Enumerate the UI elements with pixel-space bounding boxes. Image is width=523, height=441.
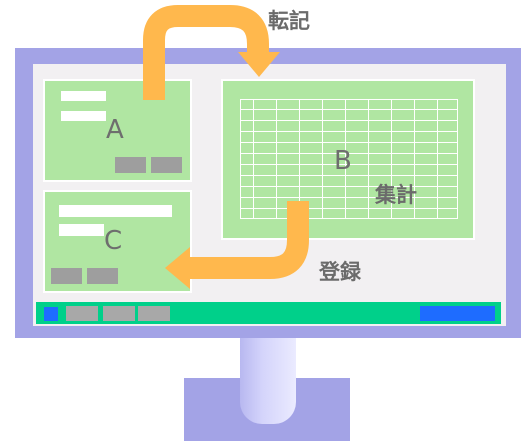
window-c-text-line-1 xyxy=(59,205,172,217)
register-label: 登録 xyxy=(319,260,361,284)
transfer-arrow-icon xyxy=(143,5,269,100)
system-tray[interactable] xyxy=(420,306,495,321)
window-c-button-1[interactable] xyxy=(51,268,82,284)
window-a-letter: A xyxy=(106,115,124,145)
window-c-text-line-2 xyxy=(59,224,104,236)
monitor-stand-neck xyxy=(240,332,296,424)
window-a-text-line-2 xyxy=(61,111,106,121)
window-a-button-2[interactable] xyxy=(151,157,182,173)
transfer-label: 転記 xyxy=(268,9,310,33)
register-arrowhead-icon xyxy=(165,247,190,289)
window-a-text-line-1 xyxy=(61,91,106,101)
taskbar xyxy=(36,302,501,324)
register-arrow-icon xyxy=(190,201,309,279)
aggregate-label: 集計 xyxy=(375,183,417,207)
window-c-button-2[interactable] xyxy=(87,268,118,284)
window-c-letter: C xyxy=(104,226,123,256)
start-button[interactable] xyxy=(44,307,58,321)
transfer-arrowhead-icon xyxy=(238,52,280,77)
window-b-letter: B xyxy=(334,146,352,176)
spreadsheet-grid xyxy=(240,99,458,219)
window-a-button-1[interactable] xyxy=(115,157,146,173)
taskbar-item-3[interactable] xyxy=(138,306,170,321)
taskbar-item-2[interactable] xyxy=(103,306,135,321)
taskbar-item-1[interactable] xyxy=(66,306,98,321)
window-b xyxy=(221,79,475,240)
